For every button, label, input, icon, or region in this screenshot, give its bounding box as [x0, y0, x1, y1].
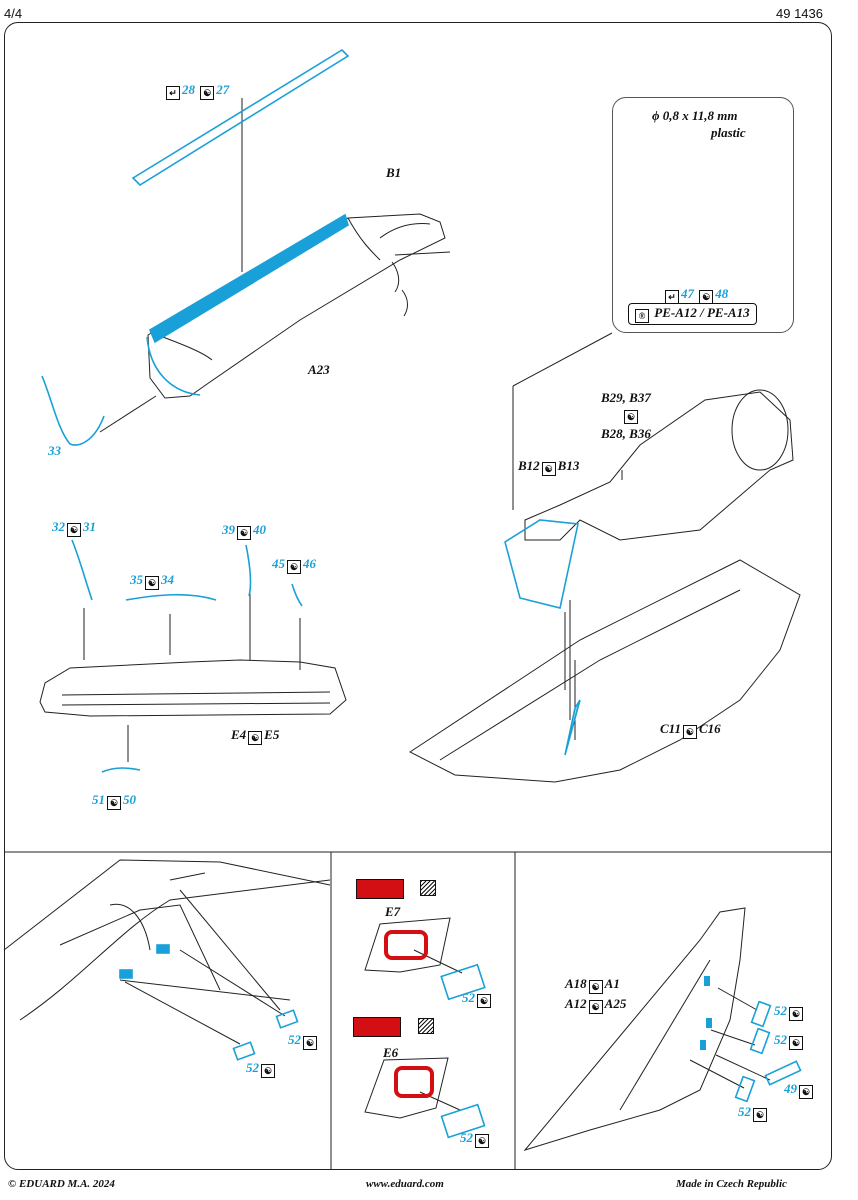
yin-yang-icon: ☯: [789, 1036, 803, 1050]
yin-yang-icon: ☯: [261, 1064, 275, 1078]
label-right-52c: 52☯: [738, 1104, 769, 1122]
label-32-31: 32☯31: [52, 519, 96, 537]
label-a12-a25: A12☯A25: [565, 996, 627, 1014]
label-b1: B1: [386, 165, 402, 180]
yin-yang-icon: ☯: [237, 526, 251, 540]
yin-yang-icon: ☯: [624, 410, 638, 424]
product-code: 49 1436: [776, 6, 823, 21]
label-left-52a: 52☯: [288, 1032, 319, 1050]
label-35-34: 35☯34: [130, 572, 174, 590]
page-number: 4/4: [4, 6, 23, 21]
footer-copyright: © EDUARD M.A. 2024: [8, 1178, 115, 1190]
instruction-frame: [4, 22, 832, 1170]
yin-yang-icon: ☯: [588, 980, 603, 994]
label-e7: E7: [385, 904, 401, 919]
label-c11-c16: C11☯C16: [660, 721, 721, 739]
red-paint-swatch-e7: [356, 879, 404, 899]
label-b29-icon: ☯: [622, 406, 640, 424]
paint-hatch-icon: [420, 880, 436, 896]
label-33: 33: [48, 443, 61, 458]
yin-yang-icon: ☯: [477, 994, 491, 1008]
label-left-52b: 52☯: [246, 1060, 277, 1078]
label-a18-a1: A18☯A1: [565, 976, 620, 994]
yin-yang-icon: ☯: [107, 796, 121, 810]
yin-yang-icon: ☯: [287, 560, 301, 574]
yin-yang-icon: ☯: [200, 86, 215, 100]
label-b28-b36: B28, B36: [601, 426, 651, 441]
label-right-52b: 52☯: [774, 1032, 805, 1050]
label-e4-e5: E4☯E5: [231, 727, 280, 745]
callout-spec-line1: ϕ 0,8 x 11,8 mm: [652, 108, 738, 123]
yin-yang-icon: ☯: [699, 290, 714, 304]
yin-yang-icon: ☯: [67, 523, 81, 537]
yin-yang-icon: ☯: [248, 731, 263, 745]
label-right-49: 49☯: [784, 1081, 815, 1099]
yin-yang-icon: ☯: [541, 462, 556, 476]
footer-made-in: Made in Czech Republic: [676, 1178, 787, 1190]
label-b29-b37: B29, B37: [601, 390, 651, 405]
bend-icon: ↵: [665, 290, 679, 304]
label-39-40: 39☯40: [222, 522, 266, 540]
label-45-46: 45☯46: [272, 556, 316, 574]
footer-website[interactable]: www.eduard.com: [366, 1178, 444, 1190]
paint-hatch-icon: [418, 1018, 434, 1034]
label-a23: A23: [308, 362, 330, 377]
callout-spec-line2: plastic: [711, 125, 746, 140]
label-right-52a: 52☯: [774, 1003, 805, 1021]
label-e6: E6: [383, 1045, 399, 1060]
label-e7-52: 52☯: [462, 990, 493, 1008]
label-b12-b13: B12☯B13: [518, 458, 580, 476]
yin-yang-icon: ☯: [789, 1007, 803, 1021]
pe-reference: ® PE-A12 / PE-A13: [628, 303, 757, 325]
yin-yang-icon: ☯: [145, 576, 159, 590]
callout-parts: ↵47 ☯48: [663, 286, 728, 304]
yin-yang-icon: ☯: [799, 1085, 813, 1099]
yin-yang-icon: ☯: [682, 725, 697, 739]
yin-yang-icon: ☯: [475, 1134, 489, 1148]
yin-yang-icon: ☯: [303, 1036, 317, 1050]
label-28-27: ↵28 ☯27: [164, 82, 229, 100]
label-e6-52: 52☯: [460, 1130, 491, 1148]
yin-yang-icon: ☯: [588, 1000, 603, 1014]
yin-yang-icon: ☯: [753, 1108, 767, 1122]
label-51-50: 51☯50: [92, 792, 136, 810]
bend-icon: ↵: [166, 86, 180, 100]
red-paint-swatch-e6: [353, 1017, 401, 1037]
reference-icon: ®: [635, 309, 649, 323]
